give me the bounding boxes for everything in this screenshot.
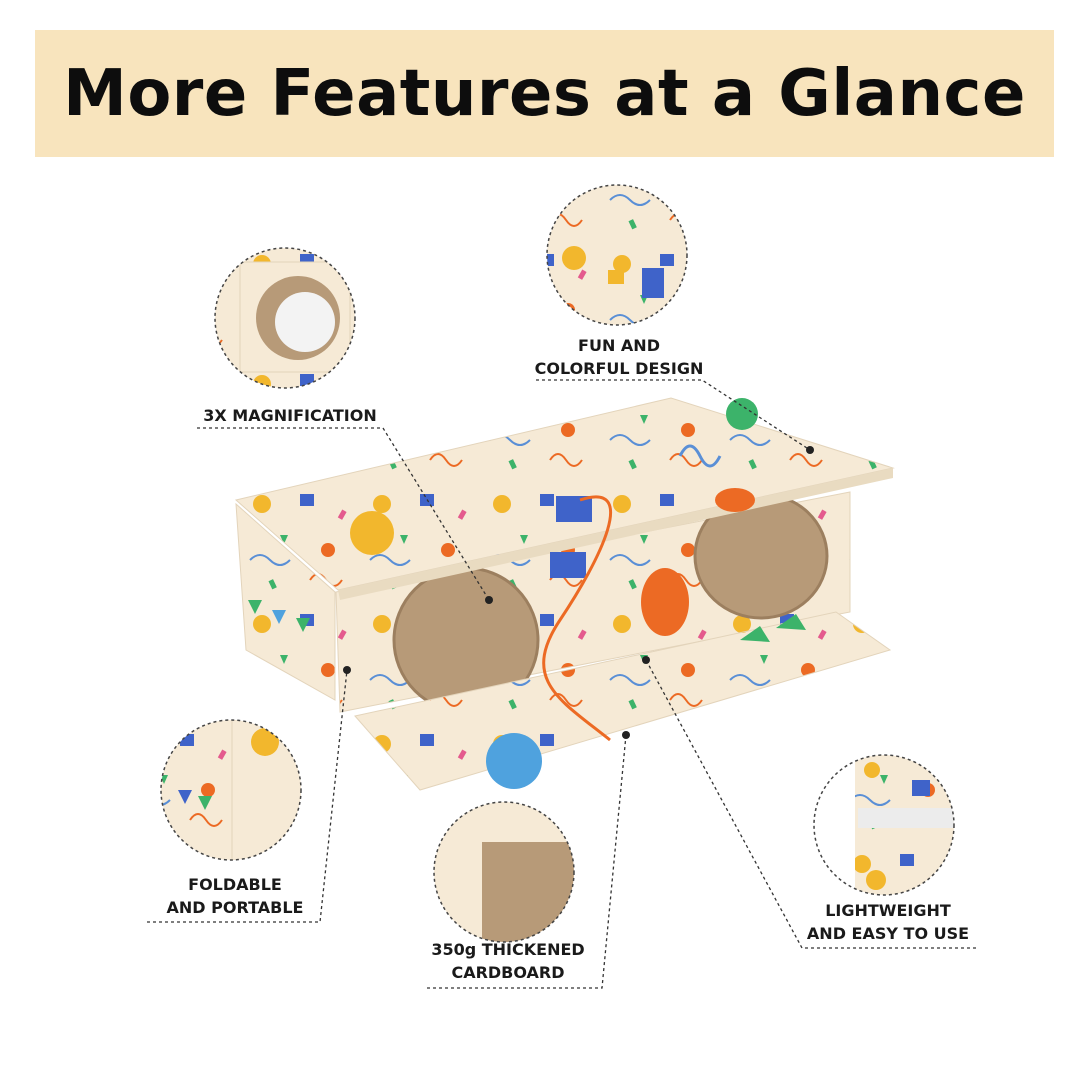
feature-line: AND EASY TO USE: [806, 924, 970, 943]
feature-line: LIGHTWEIGHT: [825, 901, 951, 920]
feature-label-cardboard: 350g THICKENED CARDBOARD: [420, 938, 596, 984]
detail-cardboard-circle: [433, 801, 575, 943]
feature-label-foldable: FOLDABLE AND PORTABLE: [150, 873, 320, 919]
feature-label-magnification: 3X MAGNIFICATION: [197, 404, 383, 427]
left-lens: [394, 568, 538, 712]
feature-line: 350g THICKENED: [431, 940, 585, 959]
feature-line: FOLDABLE: [188, 875, 282, 894]
detail-foldable-circle: [160, 719, 302, 861]
right-lens: [695, 494, 827, 618]
detail-lightweight-circle: [813, 754, 955, 896]
feature-line: 3X MAGNIFICATION: [203, 406, 377, 425]
feature-line: FUN AND: [578, 336, 660, 355]
feature-line: AND PORTABLE: [166, 898, 304, 917]
detail-design-circle: [546, 184, 688, 326]
feature-line: CARDBOARD: [451, 963, 565, 982]
binoculars-product: [234, 397, 895, 791]
leader-dots: [343, 446, 814, 739]
feature-label-lightweight: LIGHTWEIGHT AND EASY TO USE: [800, 899, 976, 945]
feature-line: COLORFUL DESIGN: [534, 359, 704, 378]
header-banner: More Features at a Glance: [35, 30, 1054, 157]
page-title: More Features at a Glance: [63, 56, 1026, 131]
feature-label-design: FUN AND COLORFUL DESIGN: [528, 334, 710, 380]
leader-lines: [147, 379, 976, 989]
detail-magnification-circle: [214, 247, 356, 389]
